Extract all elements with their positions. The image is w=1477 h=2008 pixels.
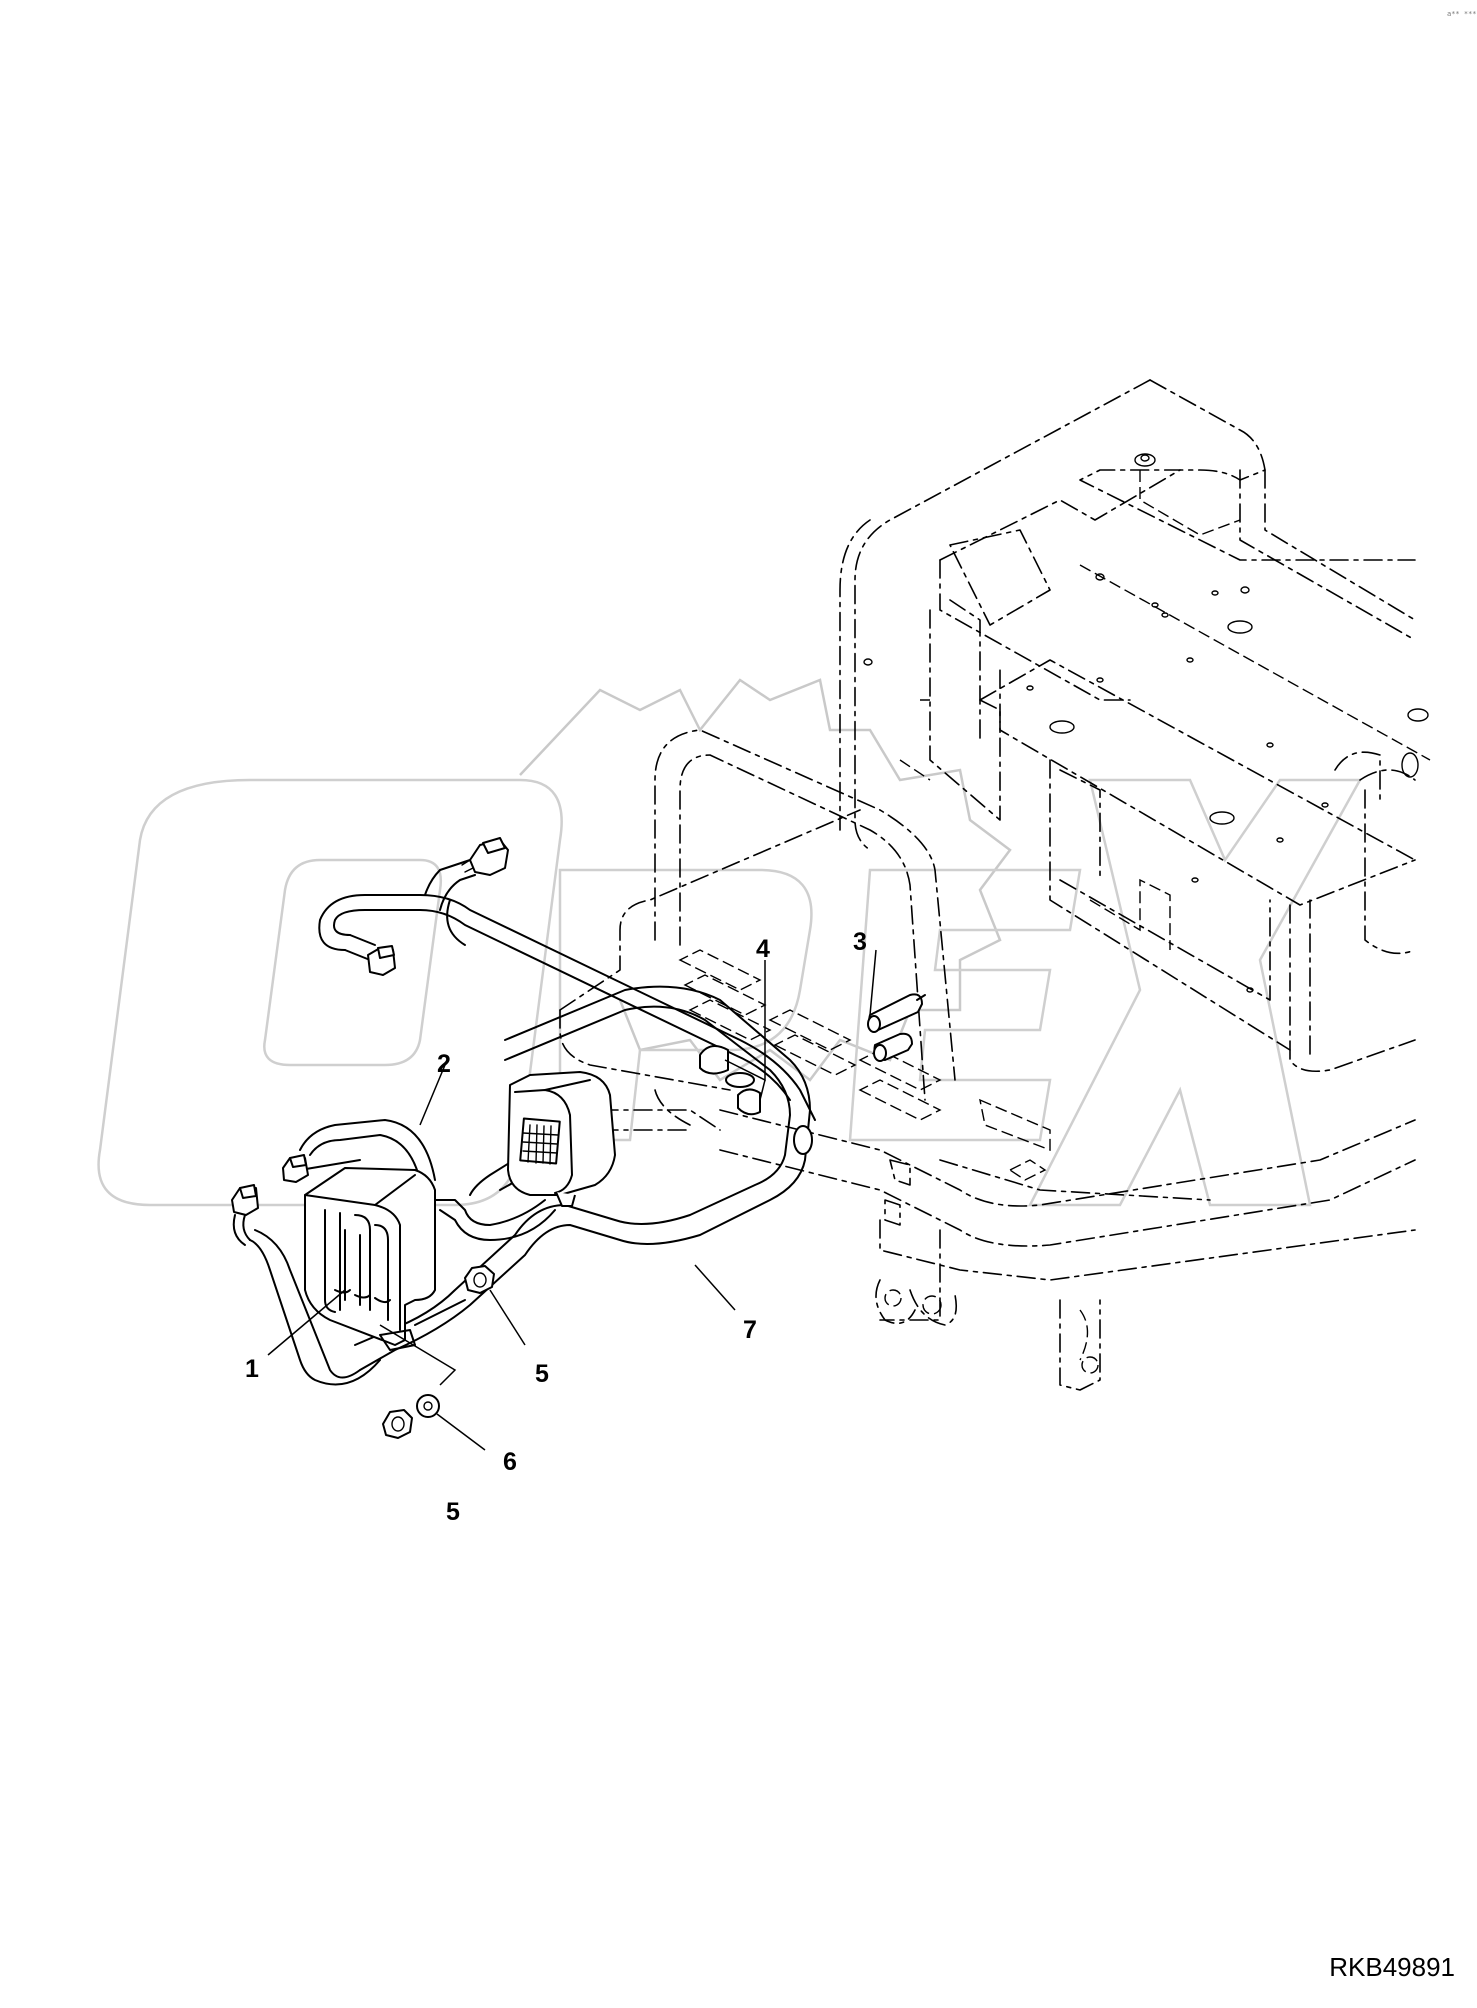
harness-connectors	[231, 837, 509, 1246]
callout-4: 4	[756, 935, 770, 963]
part-5-nut-lower	[382, 1409, 413, 1439]
callout-5-lower: 5	[446, 1498, 460, 1526]
frame-hinge-eyes	[875, 1159, 958, 1326]
callout-3: 3	[853, 928, 867, 956]
lamp-lens-grid	[522, 1124, 559, 1165]
frame-bolt-holes	[863, 453, 1429, 993]
corner-mark: a** ***	[1447, 10, 1477, 18]
callout-6: 6	[503, 1448, 517, 1476]
drawing-id: RKB49891	[1329, 1952, 1455, 1982]
callout-labels: 1 2 3 4 5 5 6 7	[245, 928, 867, 1526]
connector-lower-left	[231, 1184, 259, 1246]
opex-watermark-logo	[97, 678, 1363, 1207]
part-6-washer	[416, 1394, 440, 1418]
callout-7: 7	[743, 1316, 757, 1344]
watermark-gear	[519, 678, 1012, 1082]
work-lamp	[507, 1071, 616, 1207]
part-4-clamp	[699, 1045, 761, 1116]
machine-frame-phantom	[510, 379, 1431, 1391]
watermark-letter-o	[97, 778, 563, 1207]
leader-lines	[267, 949, 877, 1451]
watermark-letter-e	[848, 868, 1082, 1142]
part-1-lamp-guard	[304, 1167, 436, 1351]
part-5-nut-upper	[464, 1265, 495, 1294]
connector-lamp-side	[282, 1154, 309, 1183]
watermark-letter-p	[558, 868, 813, 1142]
callout-2: 2	[437, 1050, 451, 1078]
connector-left-upper	[367, 945, 396, 976]
connector-top	[461, 837, 509, 876]
callout-1: 1	[245, 1355, 259, 1383]
watermark-letter-x	[1027, 778, 1363, 1207]
part-3-grommets	[867, 993, 926, 1062]
part-7-main-harness	[249, 985, 813, 1386]
callout-5-upper: 5	[535, 1360, 549, 1388]
